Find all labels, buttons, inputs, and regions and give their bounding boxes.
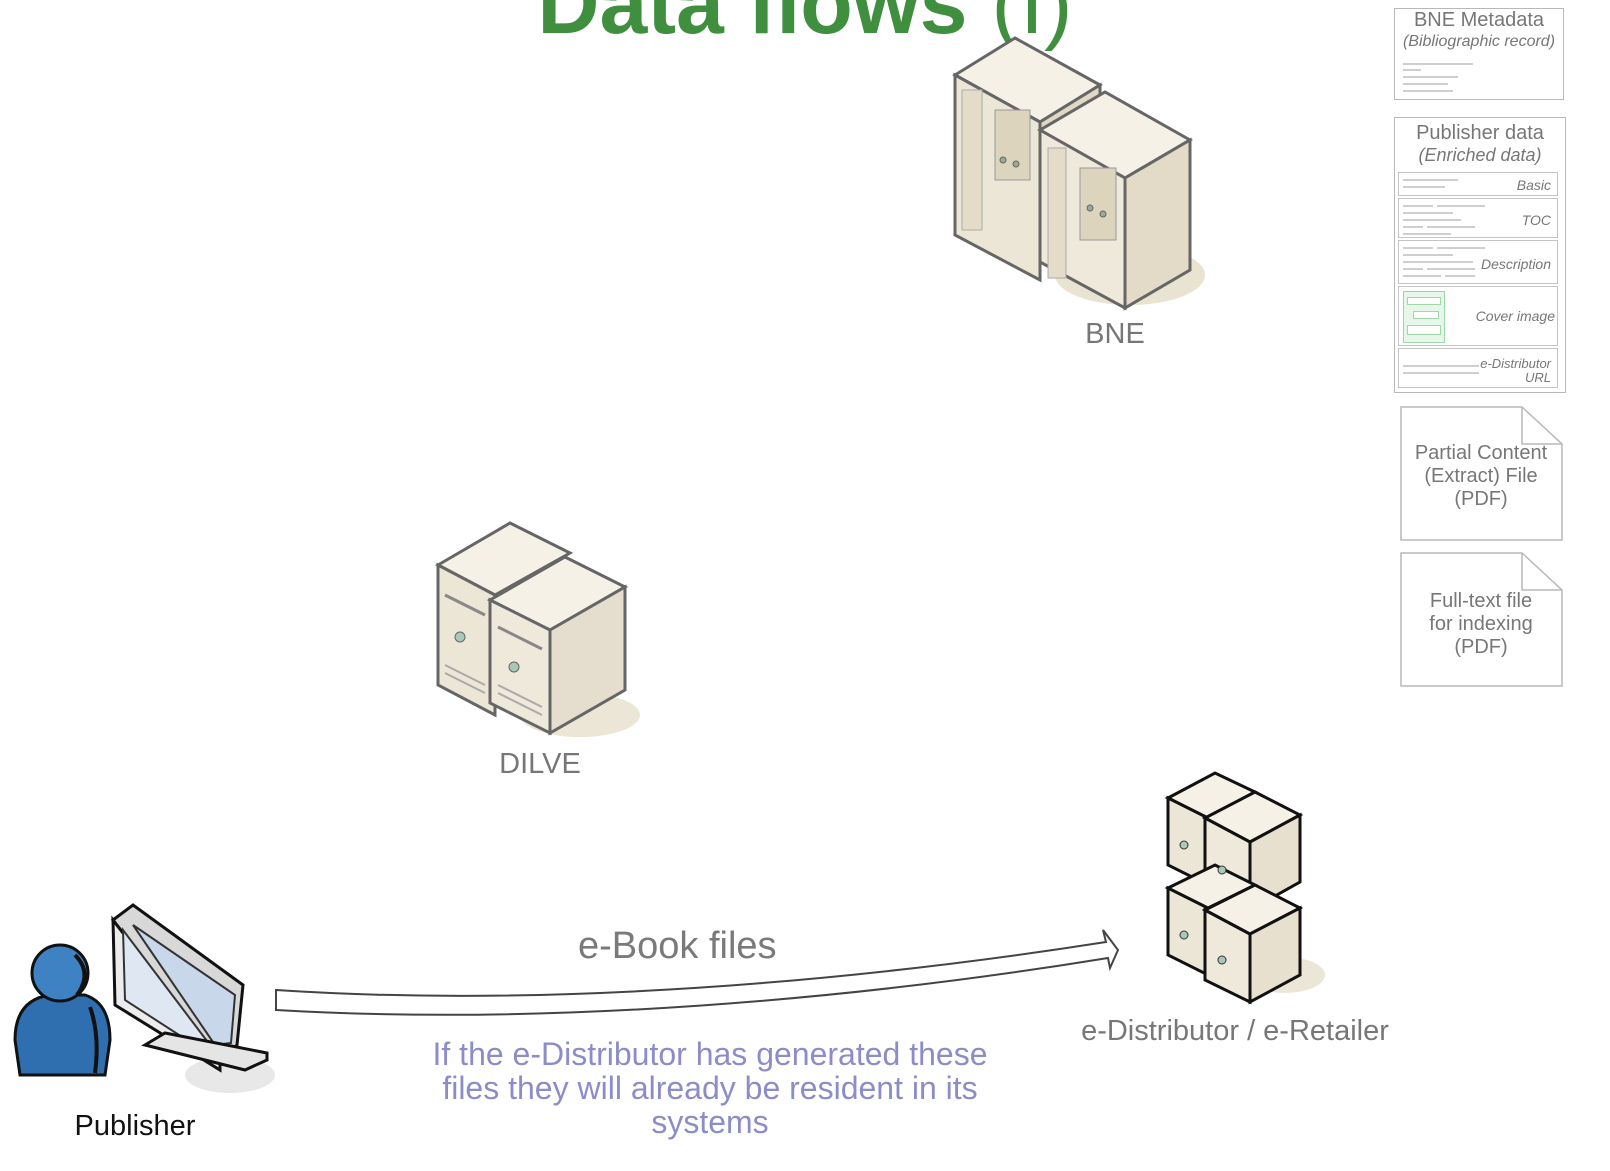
legend-row-basic-label: Basic (1517, 178, 1551, 192)
legend-bne-metadata-subtitle: (Bibliographic record) (1395, 32, 1563, 52)
legend-publisher-data: Publisher data (Enriched data) Basic TOC… (1394, 117, 1566, 393)
partial-content-document: Partial Content (Extract) File (PDF) (1400, 406, 1562, 542)
legend-bne-metadata-title: BNE Metadata (1395, 9, 1563, 32)
publisher-computer-icon (5, 895, 280, 1105)
distributor-note: If the e-Distributor has generated these… (430, 1037, 990, 1139)
dilve-server-icon (430, 515, 645, 745)
bne-label: BNE (1060, 318, 1170, 351)
legend-row-basic: Basic (1398, 172, 1558, 196)
title-main: Data flows (537, 0, 967, 52)
legend-bne-metadata: BNE Metadata (Bibliographic record) (1394, 8, 1564, 100)
legend-row-toc: TOC (1398, 198, 1558, 238)
legend-publisher-data-title: Publisher data (1395, 122, 1565, 145)
page-title: Data flows (I) (0, 0, 1610, 54)
legend-row-cover-image: Cover image (1398, 286, 1558, 346)
dilve-label: DILVE (480, 748, 600, 781)
legend-row-cover-image-label: Cover image (1476, 309, 1555, 323)
bne-server-icon (940, 30, 1210, 320)
ebook-files-label: e-Book files (578, 925, 777, 968)
legend-publisher-data-subtitle: (Enriched data) (1395, 145, 1565, 165)
full-text-document: Full-text file for indexing (PDF) (1400, 552, 1562, 688)
publisher-label: Publisher (50, 1110, 220, 1143)
partial-content-label: Partial Content (Extract) File (PDF) (1400, 442, 1562, 511)
legend-row-edistributor-url-label: e-Distributor URL (1473, 357, 1551, 385)
full-text-label: Full-text file for indexing (PDF) (1400, 590, 1562, 659)
legend-row-toc-label: TOC (1522, 213, 1551, 227)
legend-row-edistributor-url: e-Distributor URL (1398, 348, 1558, 388)
distributor-server-icon (1160, 770, 1330, 1010)
legend-row-description-label: Description (1481, 257, 1551, 271)
legend-row-description: Description (1398, 240, 1558, 284)
